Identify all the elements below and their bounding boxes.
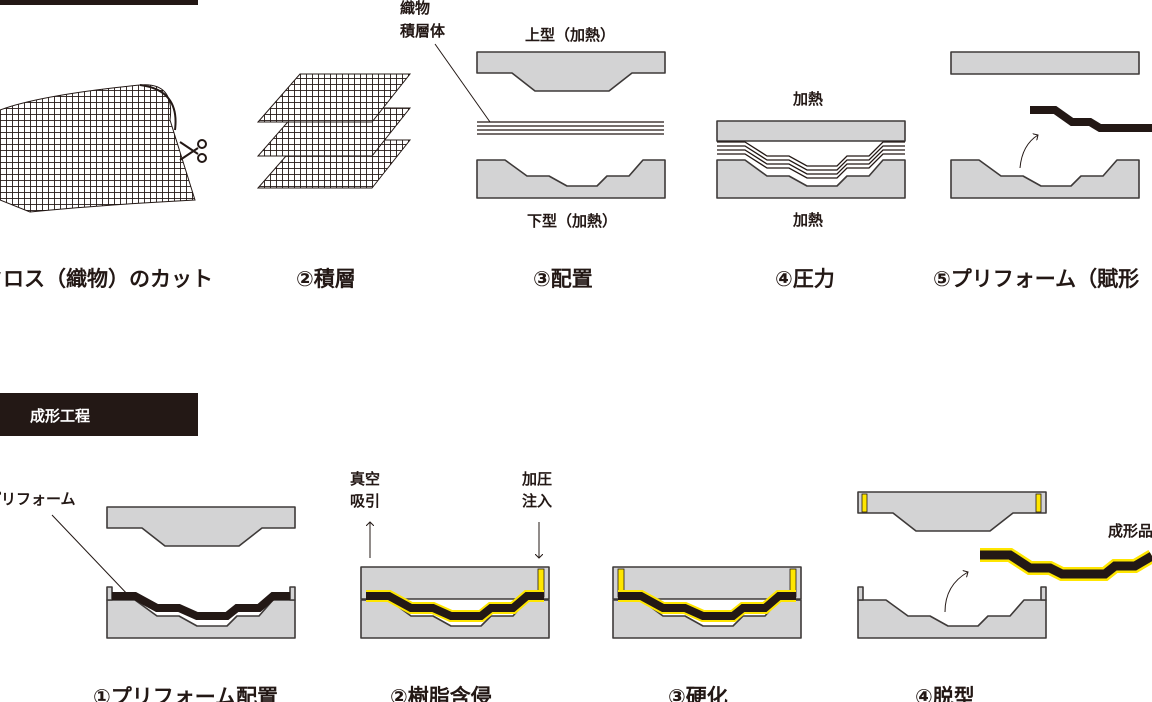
forming-step-label-4: ④脱型: [915, 685, 975, 702]
section-header-forming-label: 成形工程: [30, 407, 90, 425]
section-header-forming: [0, 393, 198, 436]
lift-arrow: [1019, 135, 1038, 169]
step-label-pressure: ④圧力: [775, 267, 835, 291]
step-label-preform: ⑤プリフォーム（賦形: [933, 267, 1139, 291]
annotation-product: 成形品: [1108, 522, 1152, 540]
lower-mold-4: [857, 599, 1047, 639]
upper-mold-pressed: [716, 120, 906, 142]
upper-mold-1: [106, 506, 296, 547]
annotation-vacuum-1: 真空: [350, 470, 380, 488]
lower-mold-open: [950, 159, 1140, 199]
annotation-pressure-2: 注入: [522, 492, 552, 510]
upper-mold-open: [950, 51, 1140, 75]
preform-in-mold: [112, 592, 290, 620]
stacked-fabric-illustration: [256, 73, 412, 189]
leader-line-preform: [51, 514, 131, 598]
forming-step-label-1: ①プリフォーム配置: [93, 685, 278, 702]
annotation-fabric: 織物: [400, 0, 430, 17]
laminate-sheets: [477, 121, 664, 135]
upper-mold-4: [857, 491, 1047, 532]
annotation-vacuum-2: 吸引: [350, 492, 380, 510]
preform-resin-infusion: [366, 592, 544, 620]
annotation-lower-mold: 下型（加熱）: [527, 212, 617, 230]
upper-mold-3: [612, 566, 802, 600]
scissors-icon: [179, 139, 207, 163]
fabric-roll-illustration: [0, 84, 196, 213]
annotation-heat-top: 加熱: [792, 90, 823, 108]
annotation-preform: プリフォーム: [0, 490, 76, 508]
molded-product: [980, 550, 1152, 579]
annotation-pressure-1: 加圧: [521, 470, 552, 488]
demold-arrow-icon: [944, 572, 968, 613]
section-header-bar-top: [0, 0, 198, 5]
annotation-upper-mold: 上型（加熱）: [525, 26, 615, 44]
step-label-place: ③配置: [533, 267, 593, 291]
upper-mold: [476, 51, 666, 92]
leader-line: [434, 43, 491, 123]
forming-step-label-3: ③硬化: [668, 685, 728, 702]
preform-piece: [1030, 106, 1152, 132]
annotation-laminate: 積層体: [399, 22, 446, 40]
annotation-heat-bottom: 加熱: [792, 211, 823, 229]
lower-mold: [476, 159, 666, 199]
step-label-cut: クロス（織物）のカット: [0, 267, 213, 291]
pressed-laminate: [717, 141, 905, 179]
forming-step-label-2: ②樹脂含侵: [390, 685, 492, 702]
cured-part: [618, 592, 796, 620]
step-label-laminate: ②積層: [296, 267, 356, 291]
